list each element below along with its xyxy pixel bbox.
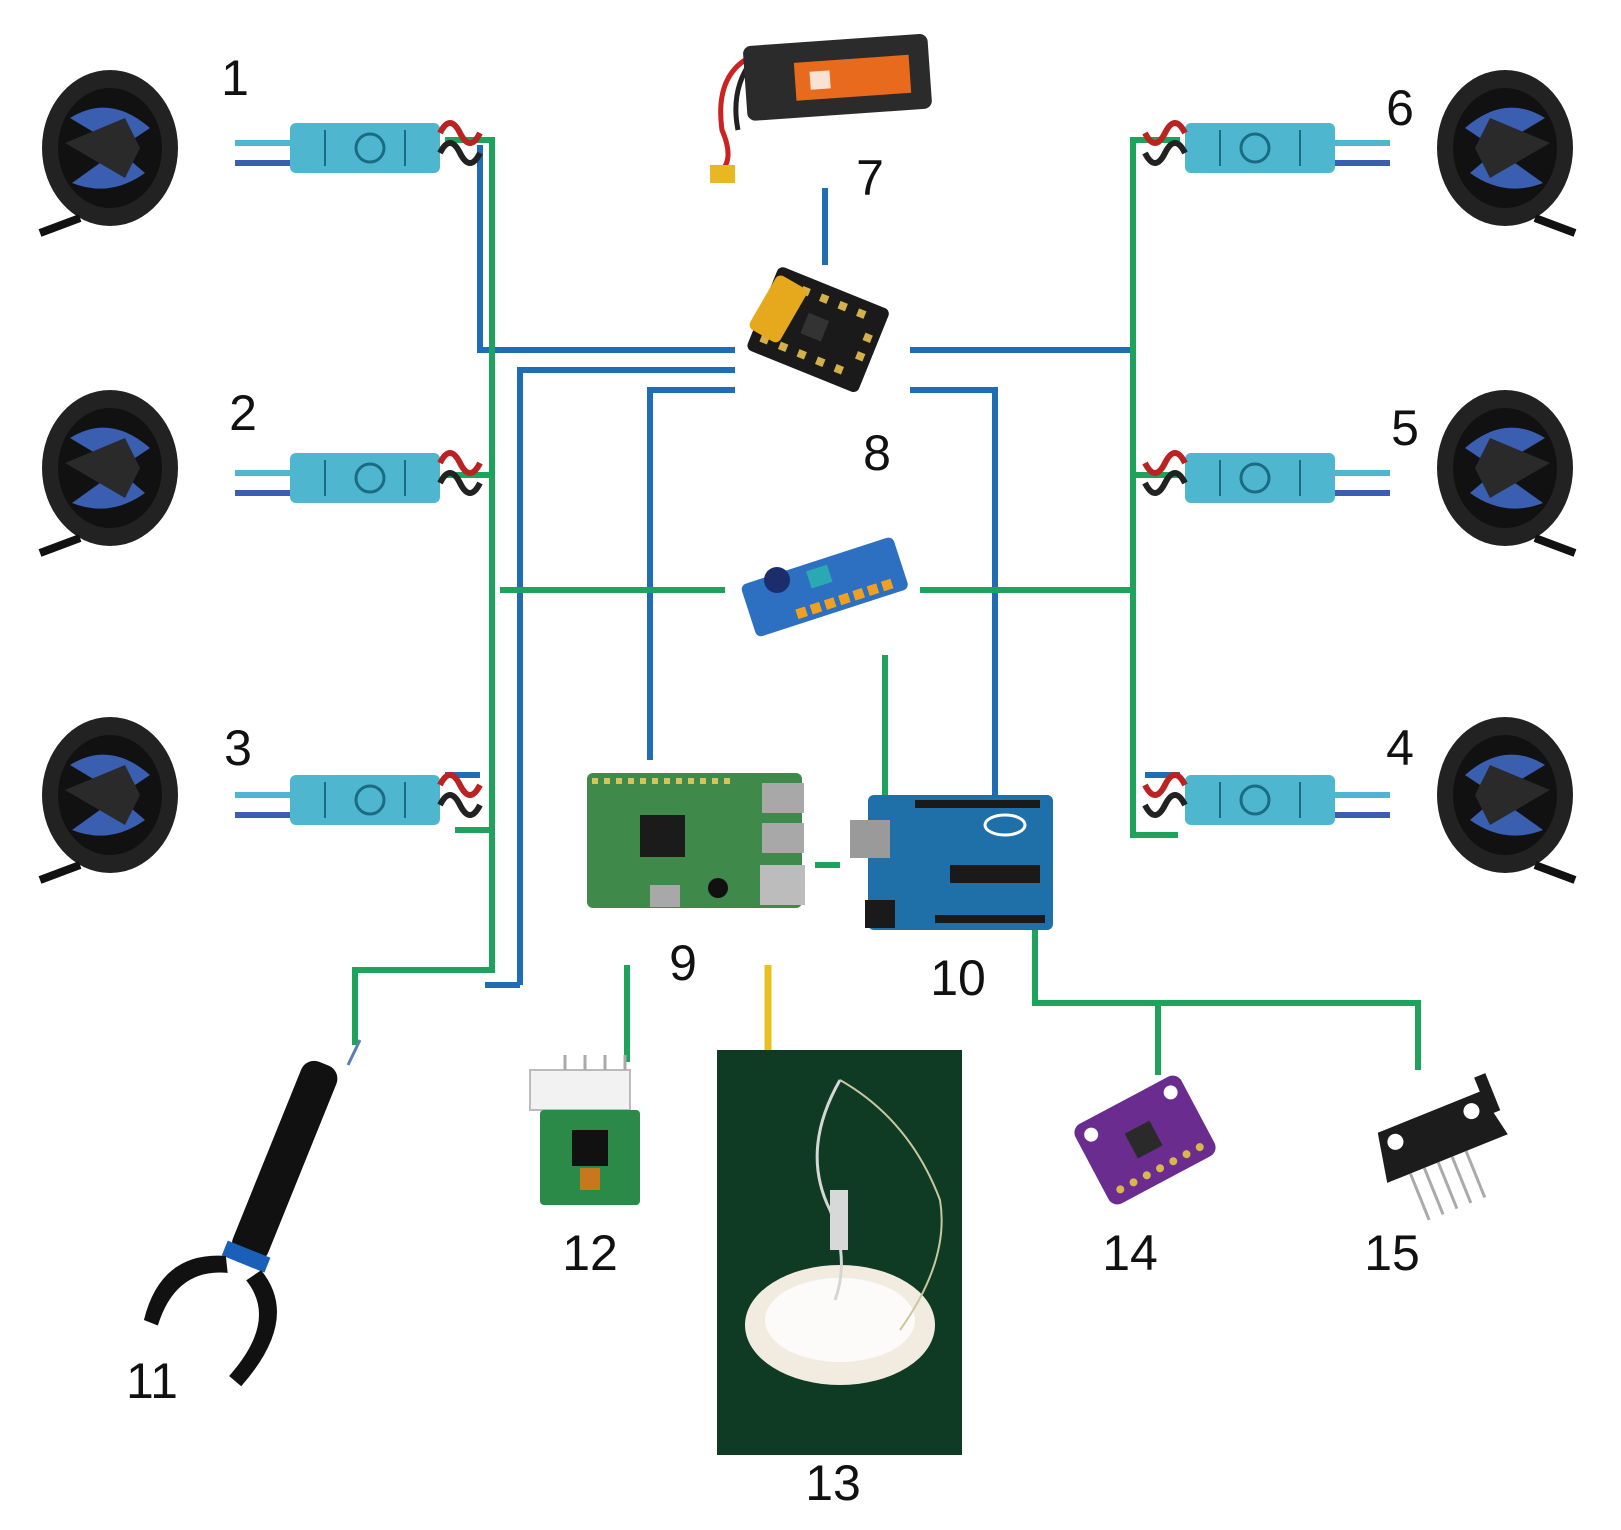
imu-board: 14: [1074, 1075, 1216, 1281]
thruster-1: [40, 70, 178, 233]
raspberry-pi-label: 9: [669, 935, 697, 991]
battery-connector: [710, 165, 735, 183]
signal-bus-right: [1130, 137, 1180, 838]
arduino-chip: [950, 865, 1040, 883]
pwm-board-capacitor: [764, 567, 790, 593]
power-board-label: 8: [863, 425, 891, 481]
signal-bus-left: [352, 137, 495, 1045]
gripper-jaw-right: [229, 1270, 277, 1387]
camera-label: 12: [562, 1225, 618, 1281]
thruster-label-2: 2: [229, 385, 257, 441]
thruster-label-5: 5: [1391, 400, 1419, 456]
light-photo: 13: [717, 1050, 962, 1511]
thruster-4: [1437, 717, 1575, 880]
power-line-left-outer: [477, 145, 735, 353]
imu-label: 14: [1102, 1225, 1158, 1281]
thruster-label-3: 3: [224, 720, 252, 776]
power-lines-right: [910, 347, 1180, 795]
thruster-3: [40, 717, 178, 880]
gripper-label: 11: [126, 1353, 178, 1409]
power-lines-left: [445, 145, 828, 988]
battery-wire-red: [718, 57, 747, 174]
camera-module: 12: [529, 1055, 640, 1281]
thruster-5: [1437, 390, 1575, 553]
light-label: 13: [805, 1455, 861, 1511]
battery-label-num: 7: [856, 150, 884, 206]
raspberry-pi-usb-2: [762, 823, 804, 853]
thruster-group-right: 6 5 4: [1142, 70, 1575, 880]
power-line-left-inner: [517, 367, 735, 985]
camera-connector: [529, 1069, 631, 1111]
signal-lines: [352, 137, 1421, 1075]
arduino-board: [868, 795, 1053, 930]
pressure-sensor: 15: [1364, 1073, 1508, 1281]
power-line-to-arduino: [910, 387, 998, 795]
power-board-connector: [749, 275, 807, 343]
raspberry-pi-usb-1: [762, 783, 804, 813]
gripper: 11: [126, 1039, 362, 1409]
raspberry-pi-ethernet: [760, 865, 805, 905]
power-line-to-pi: [647, 387, 735, 760]
thruster-group-left: 1 2 3: [40, 50, 483, 880]
pressure-sensor-label: 15: [1364, 1225, 1420, 1281]
esc-4: [1142, 772, 1390, 827]
wiring: [352, 137, 1421, 1075]
pwm-board-pcb: [741, 537, 908, 637]
signal-arduino-to-sensors: [1032, 925, 1421, 1070]
thruster-2: [40, 390, 178, 553]
arduino-usb: [850, 820, 890, 858]
raspberry-pi: 9: [587, 773, 805, 991]
arduino: 10: [850, 795, 1053, 1006]
thruster-label-6: 6: [1386, 80, 1414, 136]
esc-6: [1142, 120, 1390, 175]
power-distribution-board: 8: [747, 267, 891, 481]
camera-lens-icon: [572, 1130, 608, 1166]
thruster-label-4: 4: [1386, 720, 1414, 776]
battery-label: [793, 54, 912, 101]
arduino-label: 10: [930, 950, 986, 1006]
light-wire: [815, 1079, 843, 1301]
gripper-jaw-left: [143, 1255, 228, 1326]
gripper-collar: [221, 1240, 271, 1273]
esc-1: [235, 120, 483, 175]
battery: 7: [710, 34, 932, 206]
pwm-driver-board: [741, 537, 908, 637]
thruster-6: [1437, 70, 1575, 233]
thruster-label-1: 1: [221, 50, 249, 106]
gripper-body: [231, 1060, 338, 1262]
esc-5: [1142, 450, 1390, 505]
esc-3: [235, 772, 483, 827]
raspberry-pi-board: [587, 773, 802, 908]
esc-2: [235, 450, 483, 505]
arduino-logo-icon: [983, 813, 1027, 837]
